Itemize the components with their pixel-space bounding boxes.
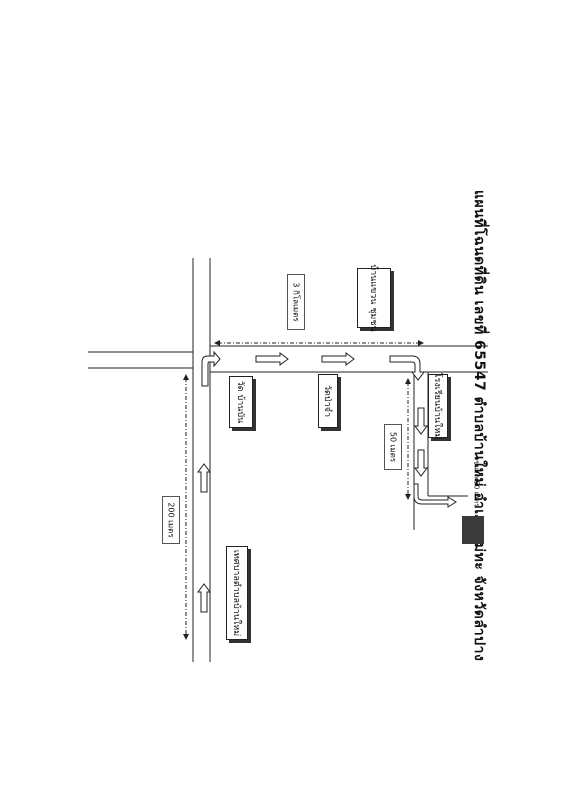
turn-arrow [201,350,221,387]
dim-arrow [418,340,424,346]
landmark-temple-2: วัดป่าจำ [318,374,338,428]
legend-label: ขนาด 50 เมตร [472,460,481,507]
distance-label-50m: 50 เมตร [384,424,402,470]
turn-arrow [413,483,457,508]
distance-label-200m: 200 เมตร [162,496,180,544]
distance-label-3km: 3 กิโลเมตร [287,274,305,330]
landmark-school: โรงเรียนบ้านใหม่ [428,373,448,439]
landmark-temple-1: วัด บ้านบัน [229,376,253,428]
landmark-municipality: เทศบาลตำบลบ้านใหม่ [226,546,248,640]
dim-arrow [183,634,189,640]
dim-arrow [214,340,220,346]
dim-arrow [405,378,411,384]
route-arrow [414,407,428,477]
landmark-village-office: บ้านแขวน ชุมชน [357,264,391,332]
dim-arrow [183,374,189,380]
legend-swatch [462,516,484,544]
turn-arrow [389,355,425,381]
route-arrow [255,352,355,366]
dim-arrow [405,494,411,500]
route-arrow [197,463,211,613]
